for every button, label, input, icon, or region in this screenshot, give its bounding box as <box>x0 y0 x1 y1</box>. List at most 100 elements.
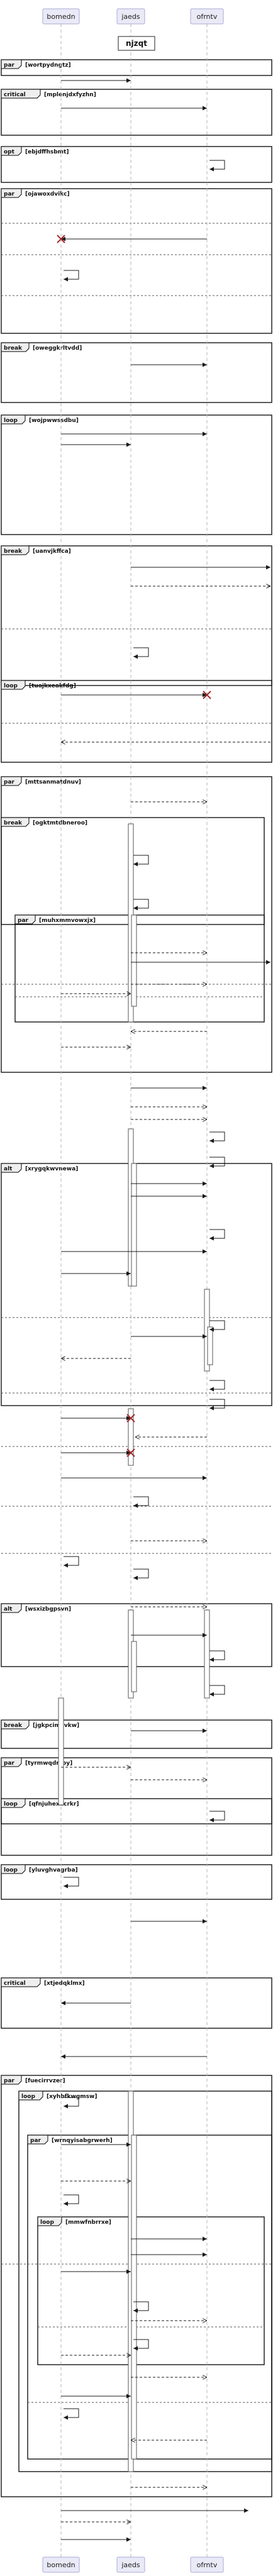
fragment-label-8: par <box>4 779 15 786</box>
participant-label-bomedn-top: bomedn <box>47 13 75 21</box>
participant-label-bomedn-bottom: bomedn <box>47 2561 75 2569</box>
self-message-14 <box>133 855 149 867</box>
activation-bar-10 <box>58 1697 64 1806</box>
self-message-47 <box>209 1650 225 1662</box>
activation-layer <box>58 823 213 2472</box>
fragment-label-14: par <box>4 1760 15 1767</box>
fragment-label-6: break <box>4 548 23 555</box>
fragment-layer: par [wortpydngtz] critical [mplenjdxfyzhn] o… <box>1 59 272 2497</box>
fragment-break-6 <box>1 545 272 686</box>
fragment-loop-7 <box>1 680 272 763</box>
participant-ofrntv-top[interactable] <box>190 8 224 25</box>
fragment-tab-6 <box>1 545 30 555</box>
fragment-tab-7 <box>1 680 26 690</box>
activation-bar-6 <box>128 1408 134 1466</box>
fragment-label-11: alt <box>4 1166 13 1172</box>
fragment-loop-16 <box>1 1864 272 1900</box>
fragment-tab-0 <box>1 59 22 69</box>
fragment-opt-2 <box>1 146 272 183</box>
activation-bar-8 <box>131 1641 137 1692</box>
fragment-par-20 <box>27 2135 272 2460</box>
fragment-label-9: break <box>4 820 23 826</box>
self-message-64 <box>133 2301 149 2313</box>
self-message-2 <box>209 160 225 172</box>
destroy-marker-39 <box>126 1448 135 1457</box>
fragment-tab-18 <box>1 2075 22 2085</box>
fragment-tab-16 <box>1 1864 26 1874</box>
activation-bar-3 <box>131 1163 137 1287</box>
participant-bomedn-bottom[interactable] <box>42 2557 80 2573</box>
message-layer <box>57 78 270 2542</box>
fragment-guard-10: [muhxmmvowxjx] <box>39 918 96 924</box>
fragment-label-4: break <box>4 345 23 352</box>
fragment-guard-16: [yluvghvagrba] <box>29 1867 78 1874</box>
self-message-60 <box>64 2194 79 2206</box>
self-message-36 <box>209 1399 225 1411</box>
participant-label-jaeds-bottom: jaeds <box>121 2561 140 2569</box>
fragment-guard-0: [wortpydngtz] <box>25 62 71 69</box>
fragment-guard-4: [oweggkrltvdd] <box>33 345 82 352</box>
destroy-marker-11 <box>203 691 211 699</box>
fragment-tab-21 <box>37 2216 62 2226</box>
destroy-marker-37 <box>126 1414 135 1423</box>
fragment-loop-15 <box>1 1798 272 1856</box>
fragment-break-13 <box>1 1719 272 1749</box>
self-message-35 <box>209 1380 225 1392</box>
participant-jaeds-top[interactable] <box>116 8 145 25</box>
participant-label-ofrntv-top: ofrntv <box>197 13 218 21</box>
participant-bomedn-top[interactable] <box>42 8 80 25</box>
fragment-guard-7: [tuajkxeakfdg] <box>29 683 76 689</box>
participant-label-jaeds-top: jaeds <box>121 13 140 21</box>
fragment-tab-10 <box>14 914 36 924</box>
fragment-label-7: loop <box>4 683 18 689</box>
fragment-label-18: par <box>4 2078 15 2084</box>
self-message-70 <box>64 2408 79 2420</box>
fragment-tab-15 <box>1 1798 26 1808</box>
fragment-guard-2: [ebjdffhsbmt] <box>25 149 69 155</box>
fragment-label-10: par <box>18 918 29 924</box>
activation-bar-1 <box>131 914 137 1007</box>
fragment-loop-21 <box>37 2216 265 2365</box>
fragment-par-14 <box>1 1757 272 1824</box>
fragment-guard-14: [tyrmwqdniby] <box>25 1760 72 1767</box>
fragment-guard-17: [xtjedqklmx] <box>44 1980 85 1987</box>
self-message-57 <box>64 2097 79 2109</box>
fragment-tab-14 <box>1 1757 22 1767</box>
activation-bar-9 <box>204 1609 210 1699</box>
fragment-guard-11: [xrygqkwvnewa] <box>25 1166 78 1172</box>
fragment-label-19: loop <box>21 2094 35 2100</box>
fragment-label-16: loop <box>4 1867 18 1874</box>
fragment-guard-6: [uanvjkffca] <box>33 548 71 555</box>
fragment-par-10 <box>14 914 265 1023</box>
fragment-tab-3 <box>1 188 22 198</box>
self-message-25 <box>209 1131 225 1143</box>
fragment-label-15: loop <box>4 1801 18 1807</box>
fragment-label-20: par <box>30 2138 42 2144</box>
fragment-label-21: loop <box>40 2219 54 2226</box>
self-message-4 <box>64 270 79 282</box>
activation-bar-5 <box>207 1326 213 1365</box>
fragment-label-13: break <box>4 1723 23 1729</box>
self-message-53 <box>64 1877 79 1889</box>
fragment-guard-1: [mplenjdxfyzhn] <box>44 92 96 98</box>
fragment-tab-19 <box>18 2090 43 2101</box>
fragment-tab-13 <box>1 1719 30 1729</box>
self-message-32 <box>209 1320 225 1332</box>
participant-ofrntv-bottom[interactable] <box>190 2557 224 2573</box>
self-message-15 <box>133 899 149 911</box>
fragment-critical-17 <box>1 1977 272 2029</box>
fragment-guard-15: [qfnjuhexdcrkr] <box>29 1801 79 1807</box>
participant-jaeds-bottom[interactable] <box>116 2557 145 2573</box>
self-message-41 <box>133 1496 149 1508</box>
fragment-break-4 <box>1 342 272 403</box>
fragment-par-3 <box>1 188 272 334</box>
fragment-label-2: opt <box>4 149 15 155</box>
fragment-guard-5: [wojpwwssdbu] <box>29 418 79 424</box>
self-message-43 <box>64 1556 79 1568</box>
fragment-tab-5 <box>1 414 26 425</box>
fragment-tab-8 <box>1 776 22 786</box>
title-layer: njzqt <box>118 36 155 51</box>
self-message-66 <box>133 2339 149 2351</box>
self-message-29 <box>209 1229 225 1241</box>
fragment-label-17: critical <box>4 1980 26 1987</box>
